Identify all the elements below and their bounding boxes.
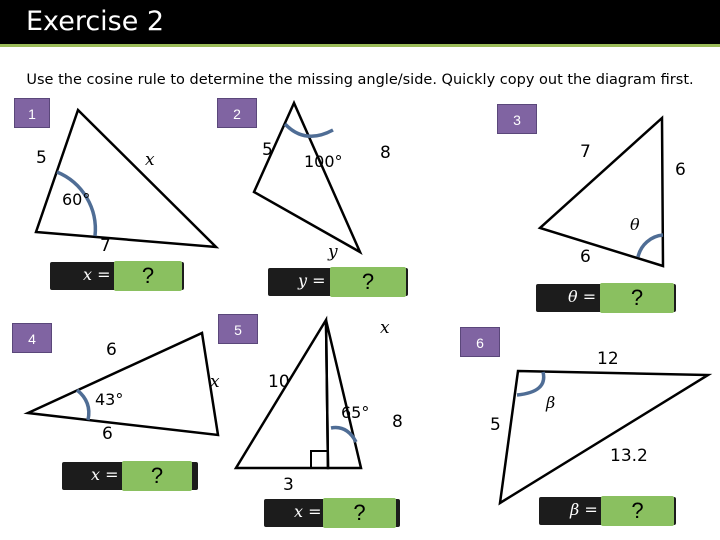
- t3-side-bottom: 6: [580, 247, 591, 267]
- answer-1-input[interactable]: ?: [114, 261, 182, 291]
- t2-side-left: 5: [262, 140, 273, 160]
- answer-1-label: x =: [83, 265, 111, 284]
- t1-side-left: 5: [36, 148, 47, 168]
- answer-box-5: x = ?: [264, 498, 400, 528]
- t2-angle: 100°: [304, 152, 343, 171]
- t3-side-top: 7: [580, 142, 591, 162]
- t3-side-right: 6: [675, 160, 686, 180]
- answer-5-label: x =: [294, 502, 322, 521]
- t5-side-bottom: 3: [283, 475, 294, 495]
- t5-angle: 65°: [341, 403, 369, 422]
- t2-side-bottom: y: [327, 242, 338, 262]
- page-title: Exercise 2: [26, 6, 165, 37]
- t4-angle: 43°: [95, 390, 123, 409]
- problem-6-badge: 6: [460, 327, 500, 357]
- t1-side-bottom: 7: [100, 236, 111, 256]
- answer-6-input[interactable]: ?: [601, 496, 674, 526]
- problem-2-badge: 2: [217, 98, 257, 128]
- t4-side-top: 6: [106, 340, 117, 360]
- problem-4-badge: 4: [12, 323, 52, 353]
- problem-3-badge: 3: [497, 104, 537, 134]
- answer-2-input[interactable]: ?: [330, 267, 406, 297]
- triangle-5: x 10 65° 8 3: [233, 315, 403, 495]
- t6-side-bottom: 13.2: [610, 446, 648, 466]
- answer-2-label: y =: [298, 271, 326, 290]
- triangle-3: 7 6 θ 6: [537, 115, 686, 268]
- answer-4-input[interactable]: ?: [122, 461, 192, 491]
- triangle-1: 5 x 60° 7: [34, 107, 220, 256]
- triangle-2: 5 100° 8 y: [252, 99, 391, 262]
- answer-3-input[interactable]: ?: [600, 283, 674, 313]
- t5-side-left: 10: [268, 372, 290, 392]
- answer-box-2: y = ?: [268, 267, 408, 297]
- instruction-text: Use the cosine rule to determine the mis…: [26, 72, 694, 88]
- title-underline: [0, 44, 720, 47]
- answer-box-1: x = ?: [50, 261, 184, 291]
- t2-side-right: 8: [380, 143, 391, 163]
- t4-side-bottom: 6: [102, 424, 113, 444]
- answer-5-input[interactable]: ?: [323, 498, 396, 528]
- answer-box-4: x = ?: [62, 461, 198, 491]
- answer-box-3: θ = ?: [536, 283, 676, 313]
- t4-side-right: x: [210, 372, 220, 392]
- t5-side-top: x: [380, 318, 390, 338]
- problem-1-badge: 1: [14, 98, 50, 128]
- t3-angle: θ: [630, 215, 640, 234]
- triangle-6: 12 5 β 13.2: [490, 349, 713, 506]
- t5-side-right: 8: [392, 412, 403, 432]
- answer-4-label: x =: [91, 465, 119, 484]
- triangle-4: 6 x 43° 6: [23, 331, 220, 444]
- t6-angle: β: [545, 393, 555, 412]
- answer-6-label: β =: [570, 500, 598, 519]
- answer-3-label: θ =: [568, 287, 597, 306]
- problem-5-badge: 5: [218, 314, 258, 344]
- t1-side-right: x: [145, 150, 155, 170]
- t6-side-left: 5: [490, 415, 501, 435]
- t6-side-top: 12: [597, 349, 619, 369]
- answer-box-6: β = ?: [539, 496, 676, 526]
- title-bar: Exercise 2: [0, 0, 720, 44]
- t1-angle: 60°: [62, 190, 90, 209]
